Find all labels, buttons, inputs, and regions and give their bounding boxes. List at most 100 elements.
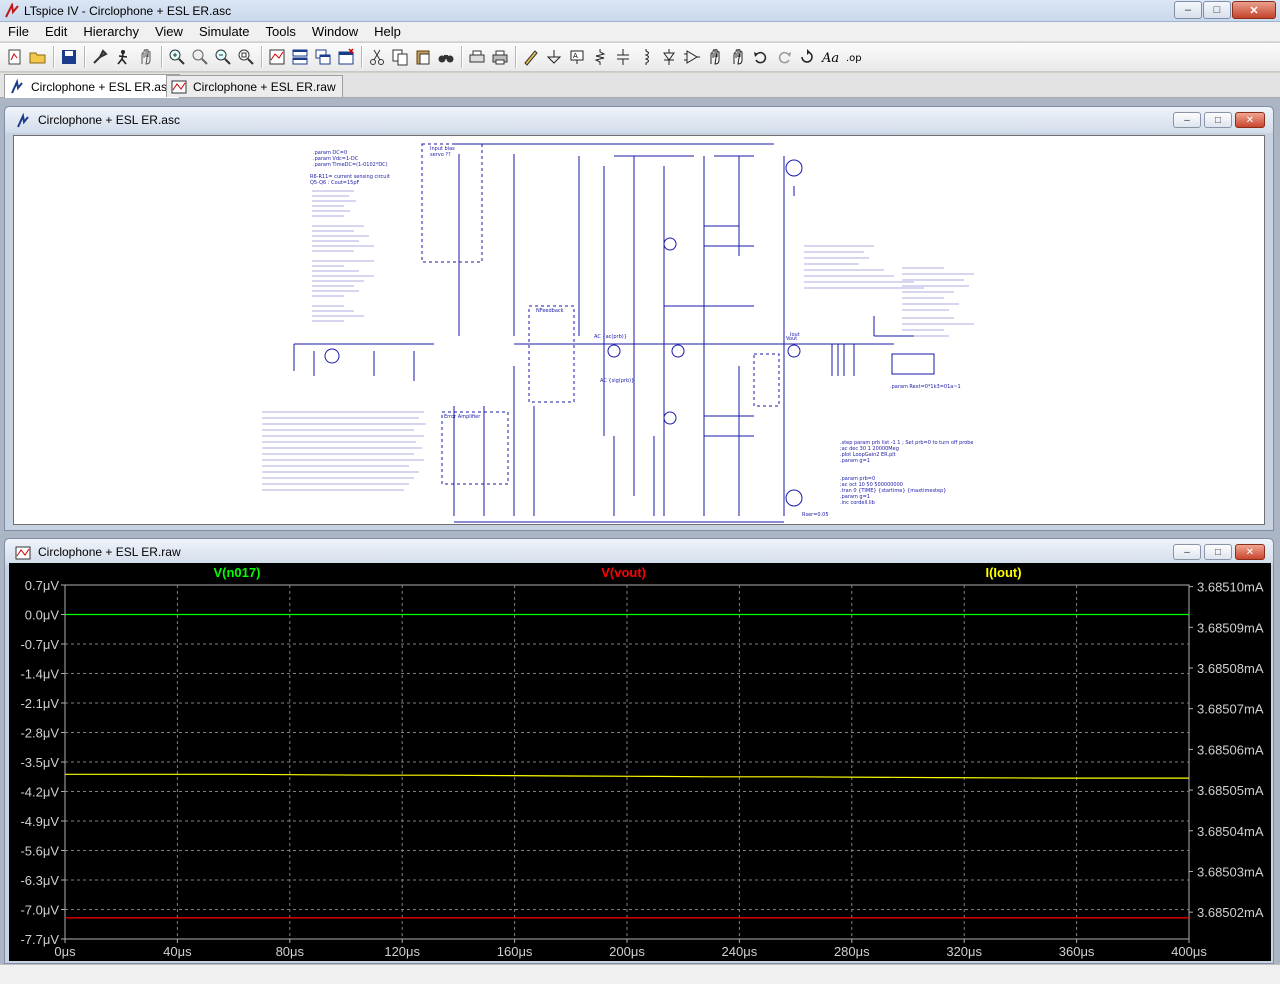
cut-icon[interactable] — [366, 46, 388, 68]
spice-directive-icon[interactable]: .op — [842, 46, 864, 68]
pan-icon[interactable] — [189, 46, 211, 68]
left-y-tick-label: 0.7μV — [25, 578, 60, 593]
zoom-in-icon[interactable] — [166, 46, 188, 68]
svg-text:A: A — [573, 52, 578, 60]
x-tick-label: 0μs — [54, 944, 76, 959]
schematic-feedback-label: NFeedback — [536, 308, 564, 314]
left-y-tick-label: -1.4μV — [20, 667, 59, 682]
trace-name-label[interactable]: V(vout) — [601, 565, 646, 580]
waveform-close-button[interactable]: ✕ — [1235, 544, 1265, 560]
component-icon[interactable] — [681, 46, 703, 68]
zoom-out-icon[interactable] — [212, 46, 234, 68]
capacitor-icon[interactable] — [612, 46, 634, 68]
run-icon[interactable] — [112, 46, 134, 68]
undo-icon[interactable] — [750, 46, 772, 68]
tab-schematic[interactable]: Circlophone + ESL ER.asc — [4, 74, 180, 98]
right-y-tick-label: 3.68510mA — [1197, 580, 1264, 595]
tile-horizontal-icon[interactable] — [289, 46, 311, 68]
waveform-minimize-button[interactable]: – — [1173, 544, 1201, 560]
svg-text:.param TimeDC=(1-0102*DC): .param TimeDC=(1-0102*DC) — [313, 162, 388, 168]
inductor-icon[interactable] — [635, 46, 657, 68]
schematic-restore-button[interactable]: □ — [1204, 112, 1232, 128]
left-y-tick-label: -0.7μV — [20, 637, 59, 652]
find-icon[interactable] — [435, 46, 457, 68]
zoom-fit-icon[interactable] — [235, 46, 257, 68]
control-panel-icon[interactable] — [89, 46, 111, 68]
right-y-tick-label: 3.68502mA — [1197, 905, 1264, 920]
right-y-tick-label: 3.68507mA — [1197, 702, 1264, 717]
left-y-tick-label: 0.0μV — [25, 608, 60, 623]
minimize-button[interactable]: – — [1174, 1, 1202, 19]
menu-simulate[interactable]: Simulate — [198, 23, 250, 39]
trace-name-label[interactable]: V(n017) — [213, 565, 260, 580]
schematic-iout-label: Iout — [790, 332, 800, 338]
x-tick-label: 360μs — [1059, 944, 1095, 959]
window-title: LTspice IV - Circlophone + ESL ER.asc — [24, 4, 232, 18]
ground-icon[interactable] — [543, 46, 565, 68]
left-y-tick-label: -7.0μV — [20, 903, 59, 918]
copy-icon[interactable] — [389, 46, 411, 68]
menu-file[interactable]: File — [8, 23, 29, 39]
draw-wire-icon[interactable] — [520, 46, 542, 68]
tab-waveform-label: Circlophone + ESL ER.raw — [193, 79, 336, 94]
left-y-tick-label: -4.2μV — [20, 785, 59, 800]
left-y-tick-label: -2.8μV — [20, 726, 59, 741]
toolbar: A Aa .op — [0, 43, 1280, 72]
x-tick-label: 40μs — [163, 944, 192, 959]
schematic-rser-label: Rser=0.05 — [802, 512, 829, 518]
print-setup-icon[interactable] — [466, 46, 488, 68]
x-tick-label: 80μs — [276, 944, 305, 959]
diode-icon[interactable] — [658, 46, 680, 68]
schematic-icon — [11, 78, 23, 93]
save-icon[interactable] — [58, 46, 80, 68]
resistor-icon[interactable] — [589, 46, 611, 68]
autoscale-icon[interactable] — [266, 46, 288, 68]
paste-icon[interactable] — [412, 46, 434, 68]
x-tick-label: 320μs — [946, 944, 982, 959]
cascade-icon[interactable] — [312, 46, 334, 68]
svg-text:Aa: Aa — [821, 51, 839, 66]
close-all-icon[interactable] — [335, 46, 357, 68]
menu-hierarchy[interactable]: Hierarchy — [83, 23, 139, 39]
maximize-button[interactable]: □ — [1203, 1, 1231, 19]
schematic-icon — [17, 113, 29, 128]
tab-schematic-label: Circlophone + ESL ER.asc — [31, 79, 173, 94]
schematic-window-title: Circlophone + ESL ER.asc — [38, 113, 180, 127]
right-y-tick-label: 3.68509mA — [1197, 620, 1264, 635]
text-icon[interactable]: Aa — [819, 46, 841, 68]
menu-edit[interactable]: Edit — [44, 23, 68, 39]
trace-i-iout-[interactable] — [65, 773, 1189, 779]
open-icon[interactable] — [27, 46, 49, 68]
left-y-tick-label: -2.1μV — [20, 696, 59, 711]
close-button[interactable]: ✕ — [1232, 1, 1276, 19]
ltspice-app-icon — [5, 3, 19, 18]
tab-waveform[interactable]: Circlophone + ESL ER.raw — [166, 75, 343, 97]
status-bar — [0, 964, 1280, 984]
menu-window[interactable]: Window — [311, 23, 359, 39]
trace-name-label[interactable]: I(Iout) — [985, 565, 1021, 580]
redo-icon[interactable] — [773, 46, 795, 68]
schematic-param-text: .param DC=0 — [313, 150, 347, 156]
label-net-icon[interactable]: A — [566, 46, 588, 68]
schematic-window-titlebar: Circlophone + ESL ER.asc – □ ✕ — [5, 107, 1273, 133]
schematic-canvas[interactable]: .param DC=0 .param Vdc=1-DC .param TimeD… — [13, 135, 1265, 525]
waveform-restore-button[interactable]: □ — [1204, 544, 1232, 560]
new-schematic-icon[interactable] — [4, 46, 26, 68]
schematic-minimize-button[interactable]: – — [1173, 112, 1201, 128]
schematic-step-directive: .step param prb list -1 1 ; Set prb=0 to… — [840, 440, 974, 464]
rotate-icon[interactable] — [796, 46, 818, 68]
menu-tools[interactable]: Tools — [265, 23, 296, 39]
schematic-window: Circlophone + ESL ER.asc – □ ✕ — [4, 106, 1274, 531]
x-tick-label: 240μs — [722, 944, 758, 959]
drag-icon[interactable] — [727, 46, 749, 68]
print-icon[interactable] — [489, 46, 511, 68]
menu-view[interactable]: View — [154, 23, 183, 39]
menu-help[interactable]: Help — [374, 23, 401, 39]
move-icon[interactable] — [704, 46, 726, 68]
halt-icon[interactable] — [135, 46, 157, 68]
schematic-drawing: .param DC=0 .param Vdc=1-DC .param TimeD… — [262, 143, 974, 523]
schematic-close-button[interactable]: ✕ — [1235, 112, 1265, 128]
window-titlebar: LTspice IV - Circlophone + ESL ER.asc – … — [0, 0, 1280, 22]
